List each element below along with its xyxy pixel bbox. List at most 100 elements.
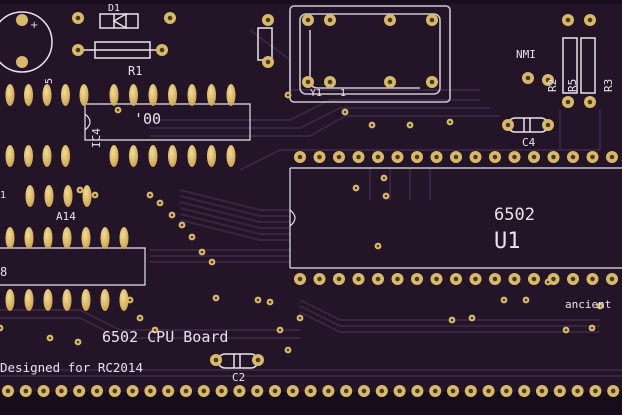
bus-header-pad-hole	[326, 388, 331, 394]
bus-header-pad-hole	[397, 388, 402, 394]
ic-mid-pad	[44, 185, 54, 207]
component-pad-hole	[75, 47, 81, 53]
component-pad-hole	[75, 15, 81, 21]
cpu-pin-pad-hole	[570, 276, 576, 282]
bus-header-pad-hole	[76, 388, 82, 394]
board-bottom-edge	[0, 392, 622, 415]
bus-header-pad-hole	[539, 388, 545, 394]
cpu-pin-pad-hole	[414, 154, 420, 160]
diode-d1	[99, 12, 139, 30]
cpu-pin-pad-hole	[297, 276, 303, 282]
bus-header-pad-hole	[5, 388, 11, 394]
ic-left-top-pad	[24, 84, 33, 106]
ic4-outline	[84, 103, 251, 141]
via-hole	[128, 298, 132, 302]
cpu-pin-pad-hole	[590, 154, 595, 160]
via-hole	[116, 108, 120, 112]
via-hole	[158, 201, 162, 205]
ic-mid-pad	[25, 185, 35, 207]
via-hole	[502, 298, 506, 302]
via-hole	[354, 186, 358, 190]
cpu-pin-pad-hole	[336, 276, 342, 282]
bus-header-pad-hole	[183, 388, 189, 394]
ic-left-top-pad	[42, 145, 52, 167]
board-title: 6502 CPU Board	[102, 328, 228, 346]
component-pad-hole	[545, 122, 551, 128]
ic4-pad	[207, 84, 216, 106]
cpu-pin-pad-hole	[414, 276, 420, 282]
via-hole	[376, 244, 380, 248]
ic4-ref-label: IC4	[90, 128, 103, 148]
electrolytic-capacitor: +	[0, 11, 53, 73]
y1-label: Y1	[310, 88, 322, 99]
cpu-pin-pad-hole	[570, 154, 576, 160]
via-hole	[138, 316, 142, 320]
via-hole	[268, 300, 272, 304]
bus-header-pad-hole	[23, 388, 29, 394]
cpu-pin-pad-hole	[395, 154, 400, 160]
via-hole	[93, 193, 97, 197]
r3-label: R3	[602, 79, 615, 92]
cpu-pin-pad-hole	[512, 276, 517, 282]
bus-header-pad-hole	[201, 388, 207, 394]
cpu-pin-pad-hole	[434, 276, 439, 282]
digit-1-label: 1	[0, 190, 6, 201]
ic-lower-pad	[81, 289, 91, 311]
bus-header-pad-hole	[468, 388, 474, 394]
resistor-r1	[80, 41, 162, 59]
bus-header-pad-hole	[308, 388, 313, 394]
cpu-pin-pad-hole	[317, 154, 322, 160]
ic-lower-pad	[24, 227, 34, 249]
cpu-pin-pad-hole	[492, 276, 498, 282]
cpu-pin-pad-hole	[473, 154, 478, 160]
ic-lower-pad	[43, 227, 53, 249]
ic-lower-pad	[62, 227, 72, 249]
c4-label: C4	[522, 136, 536, 149]
cpu-pin-pad-hole	[375, 154, 381, 160]
component-pad-hole	[159, 47, 165, 53]
via-hole	[0, 326, 2, 330]
component-pad-hole	[565, 99, 571, 105]
bus-header-pad-hole	[130, 388, 135, 394]
cpu-pin-pad-hole	[336, 154, 342, 160]
cpu-pin-pad-hole	[590, 276, 595, 282]
ic-left-top-pad	[5, 145, 15, 167]
ic4-pad	[207, 145, 216, 167]
via-hole	[170, 213, 174, 217]
ic-lower-pad	[81, 227, 91, 249]
via-hole	[200, 250, 204, 254]
lower-ic-outline	[0, 247, 146, 286]
bus-header-pad-hole	[593, 388, 598, 394]
ancient-label: ancient	[565, 298, 611, 311]
bus-header-pad-hole	[254, 388, 260, 394]
component-pad-hole	[565, 17, 571, 23]
component-pad-hole	[387, 79, 393, 85]
cpu-pin-pad-hole	[512, 154, 517, 160]
cpu-pin-pad-hole	[492, 154, 498, 160]
bus-header-pad-hole	[112, 388, 118, 394]
ic-lower-pad	[43, 289, 53, 311]
via-hole	[343, 110, 347, 114]
ic4-pad	[187, 84, 197, 106]
bus-header-pad-hole	[94, 388, 100, 394]
component-pad-hole	[327, 79, 333, 85]
component-pad-hole	[429, 79, 435, 85]
via-hole	[598, 304, 602, 308]
via-hole	[180, 223, 184, 227]
component-pad-hole	[167, 15, 173, 21]
via-hole	[286, 348, 290, 352]
bus-header-pad-hole	[165, 388, 171, 394]
cpu-pin-pad-hole	[473, 276, 478, 282]
bus-header-pad-hole	[361, 388, 367, 394]
component-pad-hole	[525, 75, 531, 81]
ic-left-top-pad	[5, 84, 15, 106]
via-hole	[148, 193, 152, 197]
component-pad-hole	[587, 17, 593, 23]
via-hole	[48, 336, 52, 340]
cpu-u1-outline	[289, 167, 622, 269]
bus-header-pad-hole	[343, 388, 349, 394]
ic-lower-pad	[100, 289, 110, 311]
bus-header-pad-hole	[415, 388, 420, 394]
board-top-edge	[0, 0, 622, 4]
via-hole	[524, 298, 528, 302]
